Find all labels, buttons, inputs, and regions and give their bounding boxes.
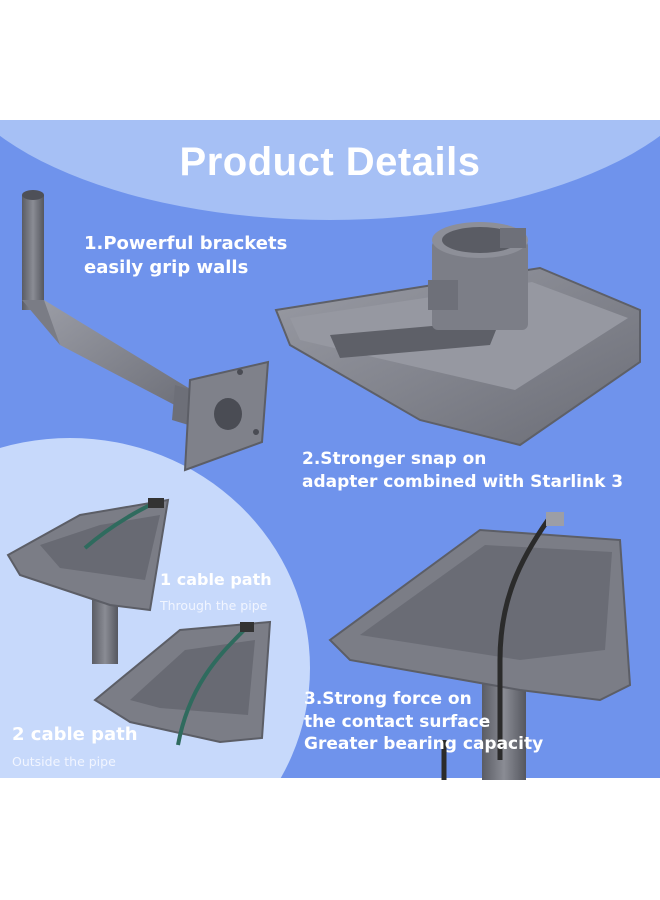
adapter-on-pole-image xyxy=(328,512,632,780)
caption-line: easily grip walls xyxy=(84,256,249,278)
page-title: Product Details xyxy=(179,140,481,184)
feature-caption-brackets: 1.Powerful brackets easily grip walls xyxy=(84,232,287,280)
cable-path-2-label: 2 cable path xyxy=(12,724,138,745)
cable-through-pipe-image xyxy=(6,498,170,664)
caption-line: the contact surface xyxy=(304,711,491,732)
cable-path-2-sub: Outside the pipe xyxy=(12,754,116,769)
caption-line: 2.Stronger snap on xyxy=(302,449,487,469)
caption-line: 3.Strong force on xyxy=(304,689,472,709)
feature-caption-force: 3.Strong force on the contact surface Gr… xyxy=(304,688,543,756)
caption-line: adapter combined with Starlink 3 xyxy=(302,471,624,492)
feature-caption-snap: 2.Stronger snap on adapter combined with… xyxy=(302,448,623,493)
cable-outside-pipe-image xyxy=(93,620,272,746)
caption-line: Greater bearing capacity xyxy=(304,734,544,755)
product-details-panel xyxy=(0,120,660,778)
cable-path-1-label: 1 cable path xyxy=(160,570,272,589)
wall-bracket-image xyxy=(22,190,270,472)
snap-adapter-image xyxy=(274,222,641,447)
caption-line: 1.Powerful brackets xyxy=(84,233,288,254)
cable-path-1-sub: Through the pipe xyxy=(160,598,268,613)
